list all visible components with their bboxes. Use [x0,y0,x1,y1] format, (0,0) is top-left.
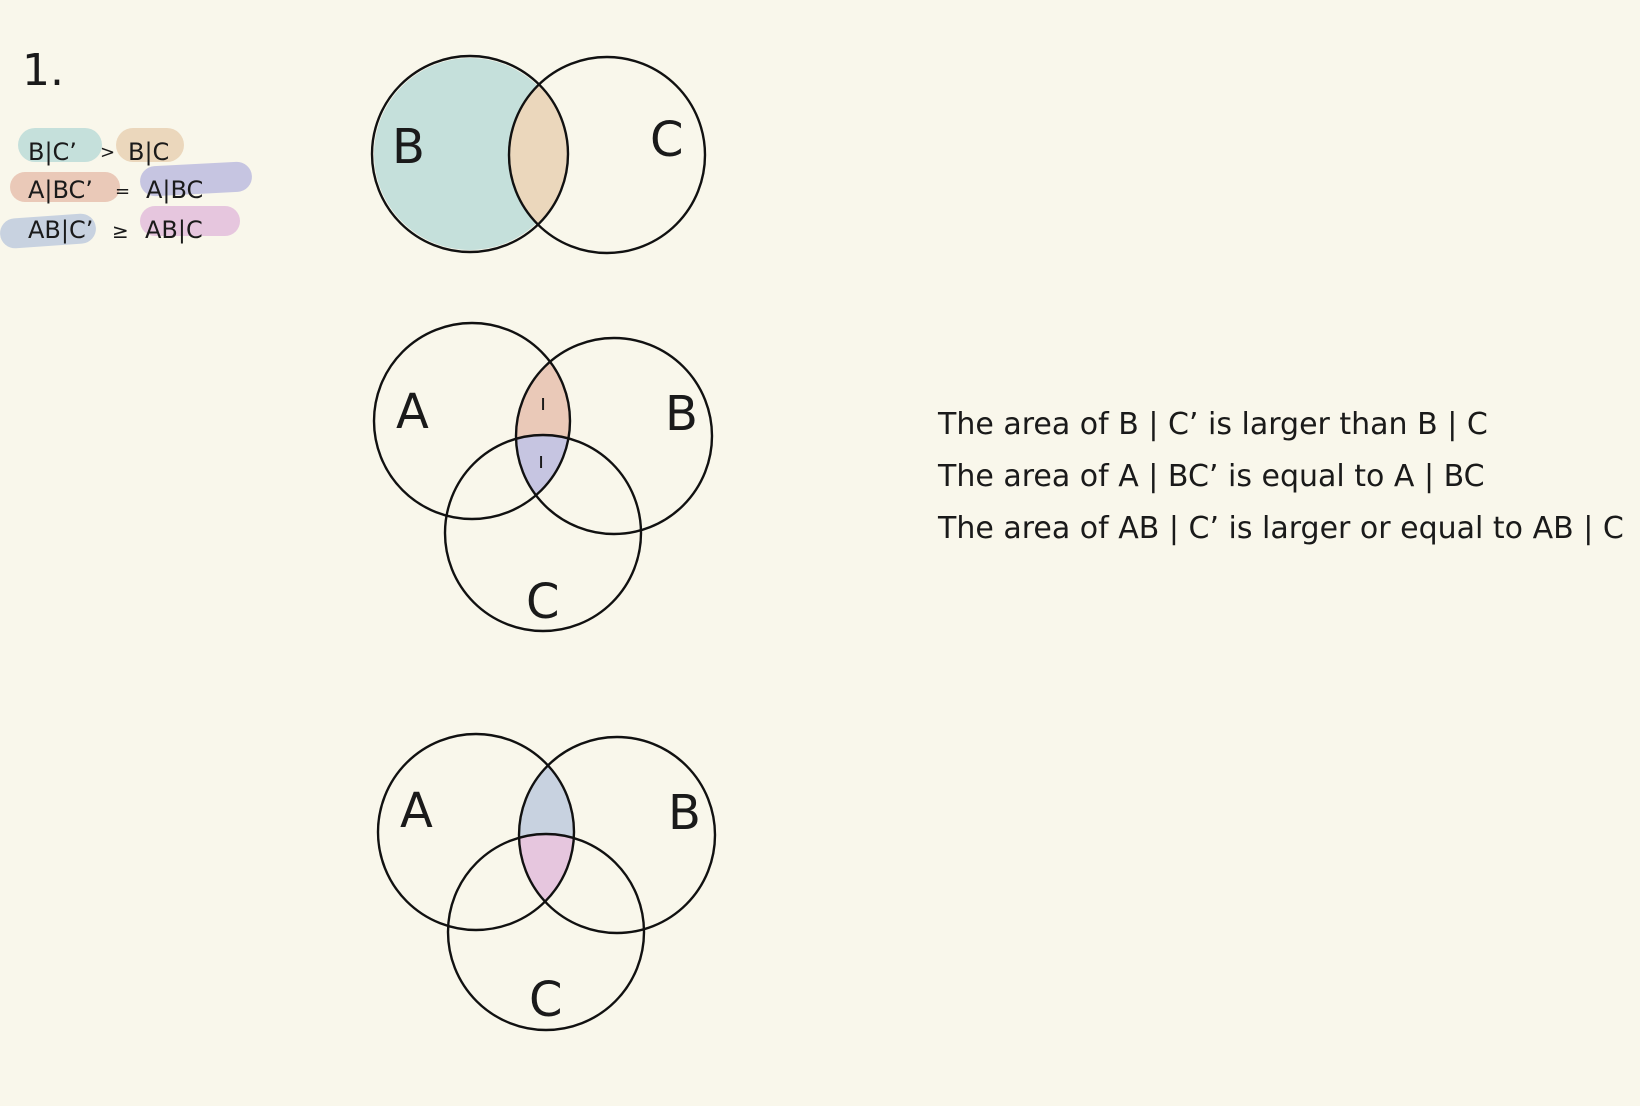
label-b: B [665,386,698,442]
summary-line-2-left: A|BC’ [28,176,93,204]
label-b: B [392,119,425,175]
label-c: C [650,112,684,168]
region-b-teal [374,58,566,250]
tick-mark-bottom: ı [538,449,544,474]
venn-diagram-2: A B C ı ı [372,321,714,633]
statements: The area of B | C’ is larger than B | C … [937,407,1624,546]
label-a: A [400,783,433,839]
circle-c [443,433,643,633]
highlight-lavender [140,161,252,197]
summary-line-1-left: B|C’ [28,138,77,166]
circle-a [376,732,576,932]
venn-diagram-3: A B C [376,732,717,1032]
highlight-pink [140,206,240,236]
problem-number: 1. [22,45,64,96]
highlight-teal [18,128,102,162]
summary-line-1-op: > [100,142,115,163]
circle-b [370,54,570,254]
label-b: B [668,785,701,841]
highlight-blue-grey [0,213,96,249]
highlight-salmon [10,172,120,202]
statement-2: The area of A | BC’ is equal to A | BC [937,459,1485,494]
summary-notes: B|C’ > B|C A|BC’ = A|BC AB|C’ ≥ AB|C [0,128,252,249]
circle-a [372,321,572,521]
circle-b [517,735,717,935]
summary-line-2-right: A|BC [146,176,203,204]
statement-1: The area of B | C’ is larger than B | C [937,407,1488,442]
summary-line-3-op: ≥ [112,219,129,243]
highlight-peach [116,128,184,162]
label-a: A [396,384,429,440]
circle-c [507,55,707,255]
summary-line-1-right: B|C [128,138,169,166]
summary-line-2-op: = [115,181,130,202]
tick-mark-top: ı [540,391,546,416]
summary-line-3-left: AB|C’ [28,216,93,244]
summary-line-3-right: AB|C [145,216,203,244]
statement-3: The area of AB | C’ is larger or equal t… [937,511,1624,546]
venn-diagram-1: B C [370,54,707,255]
label-c: C [529,972,563,1028]
circle-b [514,336,714,536]
circle-c [446,832,646,1032]
label-c: C [526,574,560,630]
